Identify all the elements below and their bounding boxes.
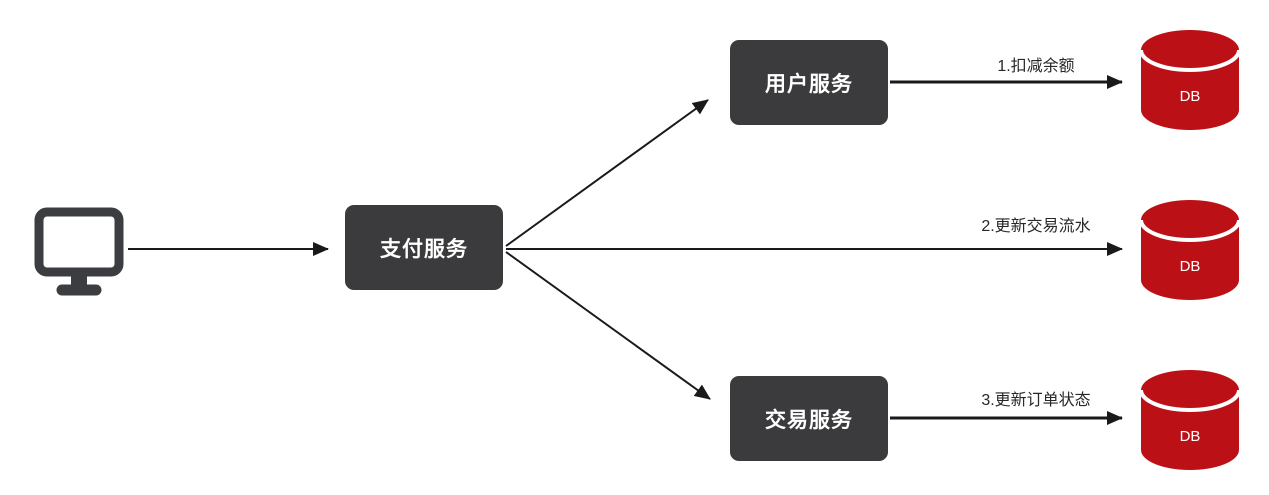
- node-payment-service: 支付服务: [345, 205, 503, 290]
- database-cylinder-icon: [1139, 200, 1241, 300]
- edge-label-deduct-balance: 1.扣减余额: [997, 58, 1075, 75]
- database-cylinder-icon: [1139, 370, 1241, 470]
- node-payment-service-label: 支付服务: [380, 237, 468, 261]
- node-trade-service: 交易服务: [730, 376, 888, 461]
- edge-label-update-transaction: 2.更新交易流水: [981, 218, 1091, 235]
- database-label: DB: [1179, 88, 1201, 105]
- edge-payment-to-trade: [505, 251, 711, 400]
- edge-label-update-order: 3.更新订单状态: [981, 392, 1091, 409]
- database-cylinder-icon: [1139, 30, 1241, 130]
- database-label: DB: [1179, 428, 1201, 445]
- node-user-service: 用户服务: [730, 40, 888, 125]
- node-trade-service-label: 交易服务: [765, 408, 853, 432]
- edge-payment-to-user: [505, 99, 709, 247]
- database-label: DB: [1179, 258, 1201, 275]
- monitor-icon: [34, 207, 124, 296]
- node-user-service-label: 用户服务: [765, 72, 853, 96]
